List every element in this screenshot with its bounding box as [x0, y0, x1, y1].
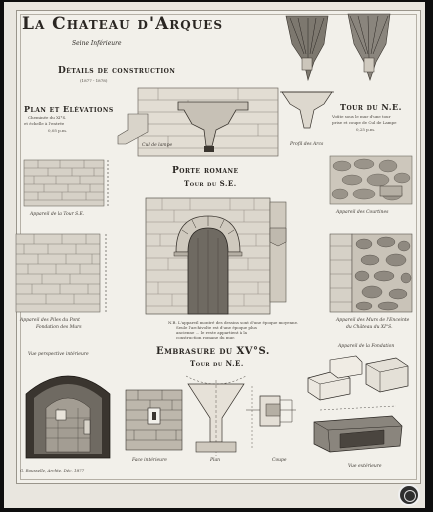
- foundation-blocks-drawing: [307, 355, 409, 453]
- caption-profil: Profil des Arcs: [290, 142, 324, 147]
- plan-scale: 0,05 p.m.: [48, 128, 68, 133]
- tour-ne-line2: prise et coupe de Cul de Lampe: [332, 120, 397, 125]
- cul-de-lampe-sketch-right: [347, 13, 391, 81]
- tour-ne-heading: Tour du N.E.: [340, 102, 402, 112]
- caption-appareil-fondation: Appareil de la Fondation: [338, 344, 395, 349]
- archive-stamp-icon: [398, 484, 420, 506]
- caption-face-interieure: Face intérieure: [132, 458, 167, 463]
- plan-line1: Cheminée du XI°S.: [28, 115, 67, 120]
- porte-sub: Tour du S.E.: [184, 179, 237, 188]
- porte-romane-elevation: [145, 197, 287, 315]
- construction-details-heading: Détails de construction: [58, 66, 176, 76]
- embrasure-coupe: [246, 386, 296, 448]
- perspective-interior-view: [25, 375, 111, 459]
- masonry-chateau: [329, 233, 413, 313]
- caption-vue-perspective: Vue perspective intérieure: [28, 352, 89, 357]
- caption-cul-de-lampe: Cul de lampe: [142, 143, 173, 148]
- caption-appareil-pont: Appareil des Piles du Pont: [20, 318, 80, 323]
- caption-appareil-courtines: Appareil des Courtines: [336, 210, 389, 215]
- caption-plan: Plan: [210, 458, 221, 463]
- embrasure-face-interieure: [125, 389, 183, 451]
- porte-note-2: Seule l'archivolte est d'une époque plus: [176, 325, 257, 330]
- embrasure-heading: Embrasure du XV°S.: [156, 346, 270, 357]
- porte-note-3: ancienne ... le reste appartient à la: [176, 330, 248, 335]
- porte-heading: Porte romane: [172, 166, 239, 176]
- sheet-title: La Chateau d'Arques: [22, 14, 223, 34]
- tour-ne-scale: 0,25 p.m.: [356, 127, 376, 132]
- cul-de-lampe-sketch-left: [285, 15, 329, 82]
- porte-note-4: construction romane du mur.: [176, 335, 235, 340]
- masonry-pont: [15, 233, 107, 313]
- caption-appareil-chateau-2: du Château du XI°S.: [346, 325, 393, 330]
- signature: G. Rousselle, Archte. Déc. 1877: [20, 468, 85, 473]
- masonry-courtines: [329, 155, 413, 205]
- sheet-subtitle: Seine Inférieure: [72, 40, 122, 47]
- caption-appareil-chateau: Appareil des Murs de l'Enceinte: [336, 318, 410, 323]
- caption-appareil-tour: Appareil de la Tour S.E.: [30, 212, 85, 217]
- caption-coupe: Coupe: [272, 458, 287, 463]
- plan-line2: et échelle à l'entrée: [24, 121, 65, 126]
- embrasure-sub: Tour du N.E.: [190, 359, 244, 368]
- masonry-tour-se: [23, 159, 109, 207]
- sheet-date: (1877 - 1878): [80, 78, 108, 83]
- cul-de-lampe-drawing: [117, 87, 279, 157]
- porte-note-1: N.B. L'appareil montré des dessins sont …: [168, 320, 299, 325]
- tour-ne-line1: Voûte sous le mur d'une tour: [332, 114, 391, 119]
- plan-heading: Plan et Elévations: [24, 104, 114, 114]
- profile-arcs-drawing: [280, 91, 334, 129]
- caption-appareil-pont-2: Fondation des Murs: [36, 325, 82, 330]
- embrasure-plan: [185, 375, 247, 456]
- caption-vue-exterieure: Vue extérieure: [348, 464, 382, 469]
